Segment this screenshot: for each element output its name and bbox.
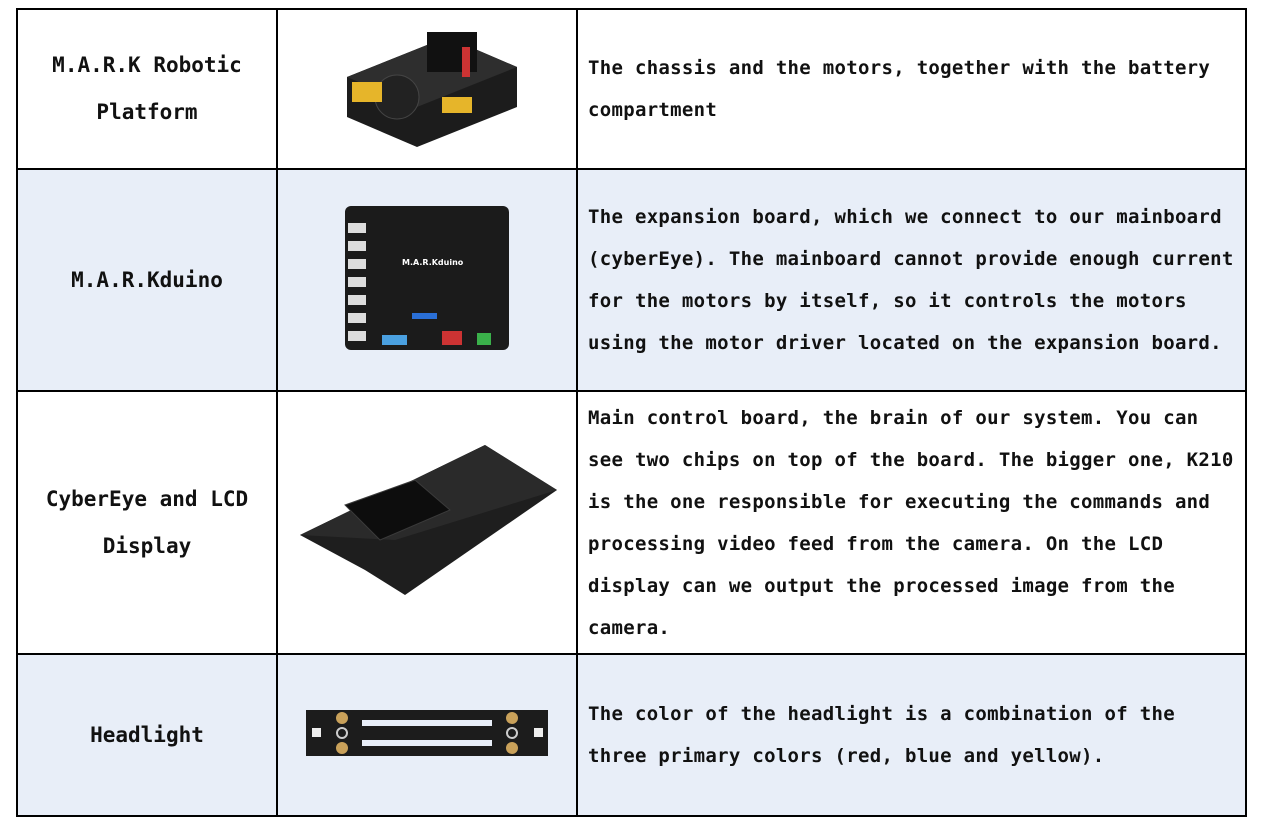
component-description: The expansion board, which we connect to…	[576, 168, 1247, 392]
table-row: CyberEye and LCD Display Main control bo…	[16, 390, 1247, 655]
expansion-board-image: M.A.R.Kduino	[345, 205, 509, 350]
component-description: The chassis and the motors, together wit…	[576, 8, 1247, 170]
component-name: Headlight	[16, 653, 278, 817]
component-image-cell: M.A.R.Kduino	[276, 168, 578, 392]
component-name: M.A.R.K Robotic Platform	[16, 8, 278, 170]
table-row: Headlight The color of the headlight is …	[16, 653, 1247, 817]
component-description: Main control board, the brain of our sys…	[576, 390, 1247, 655]
robotic-platform-image	[347, 31, 517, 147]
component-description: The color of the headlight is a combinat…	[576, 653, 1247, 817]
svg-text:M.A.R.Kduino: M.A.R.Kduino	[402, 258, 464, 267]
component-name: M.A.R.Kduino	[16, 168, 278, 392]
headlight-image	[306, 709, 548, 756]
components-table: M.A.R.K Robotic Platform The chassis and…	[16, 8, 1247, 817]
component-image-cell	[276, 390, 578, 655]
table-row: M.A.R.Kduino M.A.R.Kduino The expansion …	[16, 168, 1247, 392]
component-name: CyberEye and LCD Display	[16, 390, 278, 655]
component-name-text: M.A.R.K Robotic Platform	[52, 53, 242, 124]
component-image-cell	[276, 653, 578, 817]
table-row: M.A.R.K Robotic Platform The chassis and…	[16, 8, 1247, 170]
component-name-text: CyberEye and LCD Display	[45, 486, 249, 558]
component-image-cell	[276, 8, 578, 170]
cybereye-image	[299, 445, 557, 595]
